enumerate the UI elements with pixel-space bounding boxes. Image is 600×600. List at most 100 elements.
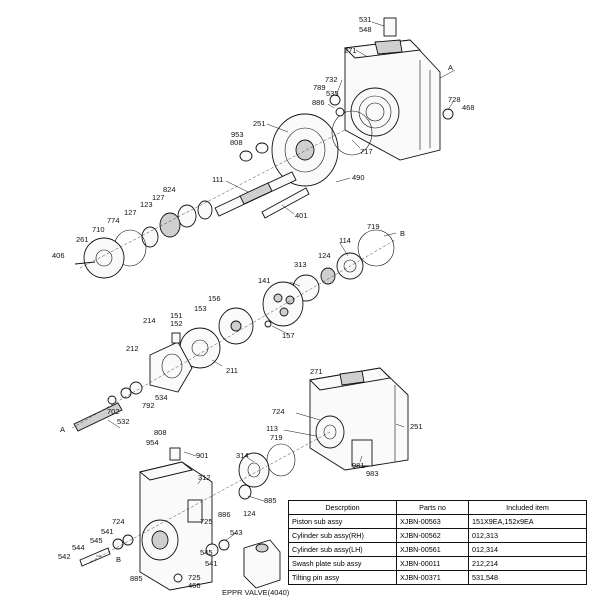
label-725-upper: 725 [200,517,213,526]
cell-description: Piston sub assy [288,514,397,529]
label-314: 314 [236,451,249,460]
label-123: 123 [140,200,153,209]
label-535: 535 [326,89,339,98]
label-808-lower: 808 [154,428,167,437]
cylinder-block-141 [262,281,304,328]
column-header-parts-no: Parts no [396,500,469,515]
bearing-stack [74,200,213,279]
label-214: 214 [143,316,156,325]
column-header-description: Descrption [288,500,397,515]
cell-included-item: 151X9EA,152x9EA [468,514,587,529]
label-113: 113 [266,424,278,433]
parts-table: Descrption Parts no Included item Piston… [288,500,587,585]
label-732: 732 [325,75,338,84]
tilting-parts-534-792-702 [73,381,143,432]
valve-block-312 [138,447,213,591]
label-156: 156 [208,294,221,303]
label-127-a: 127 [152,193,165,202]
label-953: 953 [231,130,244,139]
table-header-row: Descrption Parts no Included item [288,500,587,515]
cell-included-item: 012,314 [468,542,587,557]
cell-description: Tilting pin assy [288,570,397,585]
assembly-axes [71,129,396,563]
retainer-156-153 [179,307,254,369]
pump-cover-251-upper [271,110,373,187]
swash-plate-212 [149,332,193,393]
o-ring-719 [357,229,395,267]
label-534: 534 [155,393,168,402]
label-212: 212 [126,344,139,353]
table-row: Tilting pin assy XJBN-00371 531,548 [288,570,587,585]
label-541-right: 541 [205,559,218,568]
column-header-included-item: Included item [468,500,587,515]
label-702: 702 [107,407,120,416]
table-row: Piston sub assy XJBN-00563 151X9EA,152x9… [288,514,587,529]
label-152: 152 [170,319,183,328]
cell-included-item: 212,214 [468,556,587,571]
label-114: 114 [339,236,351,245]
label-719-lower: 719 [270,433,283,442]
label-a-lower: A [60,425,65,434]
label-789: 789 [313,83,326,92]
label-543: 543 [230,528,243,537]
label-885-lower: 885 [130,574,143,583]
pin-401 [261,187,310,219]
pump-assembly-lower [309,367,409,471]
label-b-lower: B [116,555,121,564]
label-124-upper: 124 [318,251,331,260]
cylinder-314 [238,452,270,500]
label-544: 544 [72,543,85,552]
label-725-lower: 725 [188,573,201,582]
label-886-lower: 886 [218,510,231,519]
small-parts-953-808 [239,94,454,162]
plug-parts-542-545 [79,534,230,583]
label-774: 774 [107,216,120,225]
label-983: 983 [366,469,379,478]
label-153: 153 [194,304,207,313]
cell-parts-no: XJBN-00562 [396,528,469,543]
label-886-upper: 886 [312,98,325,107]
label-954: 954 [146,438,159,447]
label-545-left: 545 [90,536,103,545]
label-151: 151 [170,311,183,320]
cell-description: Swash plate sub assy [288,556,397,571]
label-141: 141 [258,276,271,285]
label-312: 312 [198,473,211,482]
label-824: 824 [163,185,176,194]
label-406: 406 [52,251,65,260]
label-901: 901 [196,451,209,460]
label-111: 111 [212,175,223,184]
label-531: 531 [359,15,372,24]
label-548: 548 [359,25,372,34]
eppr-valve [243,539,281,589]
label-157: 157 [282,331,295,340]
label-401: 401 [295,211,308,220]
cell-included-item: 012,313 [468,528,587,543]
label-490: 490 [352,173,365,182]
label-542: 542 [58,552,71,561]
label-808-upper: 808 [230,138,243,147]
table-row: Cylinder sub assy(RH) XJBN-00562 012,313 [288,528,587,543]
label-792: 792 [142,401,155,410]
o-ring-719-lower [266,443,296,477]
label-b-upper: B [400,229,405,238]
part-labels: 531 548 271 A 732 789 535 886 728 468 25… [52,15,475,597]
label-724-lower: 724 [112,517,125,526]
label-981: 981 [352,461,365,470]
label-710: 710 [92,225,105,234]
label-251-upper: 251 [253,119,266,128]
label-261: 261 [76,235,89,244]
label-271-upper: 271 [344,46,357,55]
label-251-lower: 251 [410,422,423,431]
cell-parts-no: XJBN-00561 [396,542,469,557]
label-468: 468 [462,103,475,112]
label-a-upper: A [448,63,453,72]
cell-parts-no: XJBN-00563 [396,514,469,529]
label-211: 211 [226,366,238,375]
cell-description: Cylinder sub assy(LH) [288,542,397,557]
label-313: 313 [294,260,307,269]
label-885-upper: 885 [264,496,277,505]
cell-parts-no: XJBN-00371 [396,570,469,585]
table-row: Cylinder sub assy(LH) XJBN-00561 012,314 [288,542,587,557]
